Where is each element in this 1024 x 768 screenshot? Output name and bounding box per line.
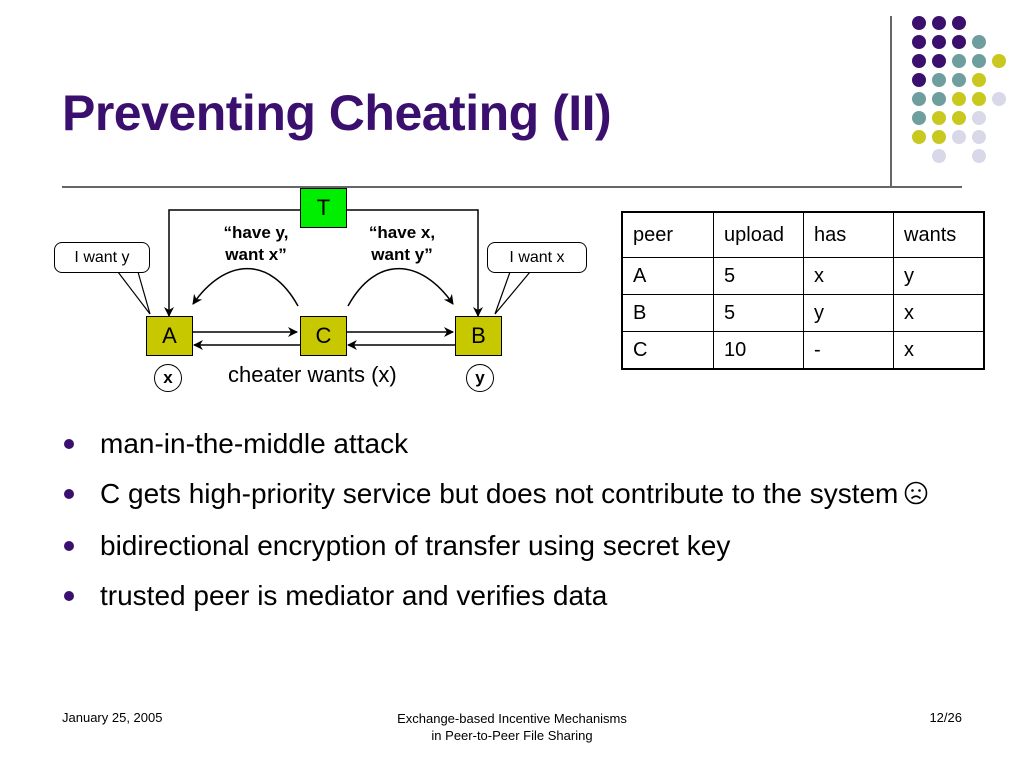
decorative-dot [912, 35, 926, 49]
footer-title-line1: Exchange-based Incentive Mechanisms [397, 711, 627, 726]
decorative-dot [912, 54, 926, 68]
table-cell: B [621, 294, 714, 332]
decorative-dot [972, 92, 986, 106]
curve-c-to-b [347, 268, 454, 307]
quote-left-line1: “have y, [223, 223, 289, 242]
decorative-dot [932, 92, 946, 106]
table-row: A 5 x y [621, 257, 985, 295]
decorative-dot [972, 54, 986, 68]
node-peer-a: A [146, 316, 193, 356]
table-header-cell: upload [713, 211, 804, 258]
footer-title-line2: in Peer-to-Peer File Sharing [431, 728, 593, 743]
vertical-rule [890, 16, 892, 188]
table-cell: 10 [713, 331, 804, 370]
bullet-text: C gets high-priority service but does no… [100, 478, 899, 509]
decorative-dot [932, 54, 946, 68]
table-header-cell: peer [621, 211, 714, 258]
node-peer-c: C [300, 316, 347, 356]
table-cell: x [893, 294, 985, 332]
decorative-dot [952, 111, 966, 125]
decorative-dot [972, 130, 986, 144]
decorative-dot [952, 73, 966, 87]
decorative-dot [992, 92, 1006, 106]
decorative-dot [952, 35, 966, 49]
table-cell: x [893, 331, 985, 370]
decorative-dot [932, 130, 946, 144]
decorative-dot [972, 73, 986, 87]
bullet-item: C gets high-priority service but does no… [62, 475, 982, 515]
bullet-dot-icon [64, 591, 74, 601]
table-header-cell: wants [893, 211, 985, 258]
curve-c-to-a [192, 268, 299, 307]
peer-table: peer upload has wants A 5 x y B 5 y x C … [621, 211, 985, 370]
table-cell: 5 [713, 294, 804, 332]
cheater-caption: cheater wants (x) [228, 362, 397, 387]
callout-right: I want x [487, 242, 587, 273]
decorative-dot [912, 92, 926, 106]
decorative-dot [932, 73, 946, 87]
bullet-dot-icon [64, 489, 74, 499]
table-row: B 5 y x [621, 294, 985, 332]
decorative-dot [932, 16, 946, 30]
decorative-dot [972, 111, 986, 125]
bullet-text: trusted peer is mediator and verifies da… [100, 580, 608, 611]
table-cell: x [803, 257, 894, 295]
quote-right-line2: want y” [371, 245, 433, 264]
decorative-dot [952, 54, 966, 68]
table-cell: y [893, 257, 985, 295]
quote-right: “have x, want y” [356, 222, 448, 266]
bullet-dot-icon [64, 439, 74, 449]
horizontal-rule [62, 186, 962, 188]
quote-left: “have y, want x” [210, 222, 302, 266]
decorative-dot [912, 16, 926, 30]
decorative-dot [932, 149, 946, 163]
table-row: C 10 - x [621, 331, 985, 370]
table-cell: A [621, 257, 714, 295]
decorative-dot [932, 35, 946, 49]
table-cell: - [803, 331, 894, 370]
table-header-row: peer upload has wants [621, 211, 985, 258]
node-peer-b: B [455, 316, 502, 356]
callout-left: I want y [54, 242, 150, 273]
decorative-dot [912, 73, 926, 87]
bullet-item: trusted peer is mediator and verifies da… [62, 577, 982, 615]
line-t-to-b [347, 209, 483, 317]
sad-face-icon [904, 477, 928, 515]
line-t-to-a [164, 209, 300, 317]
decorative-dot [952, 130, 966, 144]
decorative-dot [952, 92, 966, 106]
callout-left-tail [117, 271, 151, 315]
peer-a-has-label: x [154, 364, 182, 392]
footer-page-number: 12/26 [929, 710, 962, 725]
bullet-dot-icon [64, 541, 74, 551]
decorative-dot [932, 111, 946, 125]
decorative-dot [972, 35, 986, 49]
bullet-text: bidirectional encryption of transfer usi… [100, 530, 731, 561]
table-header-cell: has [803, 211, 894, 258]
decorative-dot [912, 111, 926, 125]
table-cell: C [621, 331, 714, 370]
decorative-dot [912, 130, 926, 144]
decorative-dot [972, 149, 986, 163]
node-trusted-peer: T [300, 188, 347, 228]
quote-right-line1: “have x, [368, 223, 436, 242]
bullet-text: man-in-the-middle attack [100, 428, 409, 459]
table-cell: y [803, 294, 894, 332]
bullet-item: bidirectional encryption of transfer usi… [62, 527, 982, 565]
quote-left-line2: want x” [225, 245, 287, 264]
decorative-dot [992, 54, 1006, 68]
footer-date: January 25, 2005 [62, 710, 163, 725]
decorative-dot [952, 16, 966, 30]
bullet-list: man-in-the-middle attack C gets high-pri… [62, 425, 982, 627]
table-cell: 5 [713, 257, 804, 295]
slide-title: Preventing Cheating (II) [62, 85, 612, 141]
bullet-item: man-in-the-middle attack [62, 425, 982, 463]
peer-b-has-label: y [466, 364, 494, 392]
footer-title: Exchange-based Incentive Mechanisms in P… [312, 710, 712, 744]
callout-right-tail [494, 271, 531, 315]
